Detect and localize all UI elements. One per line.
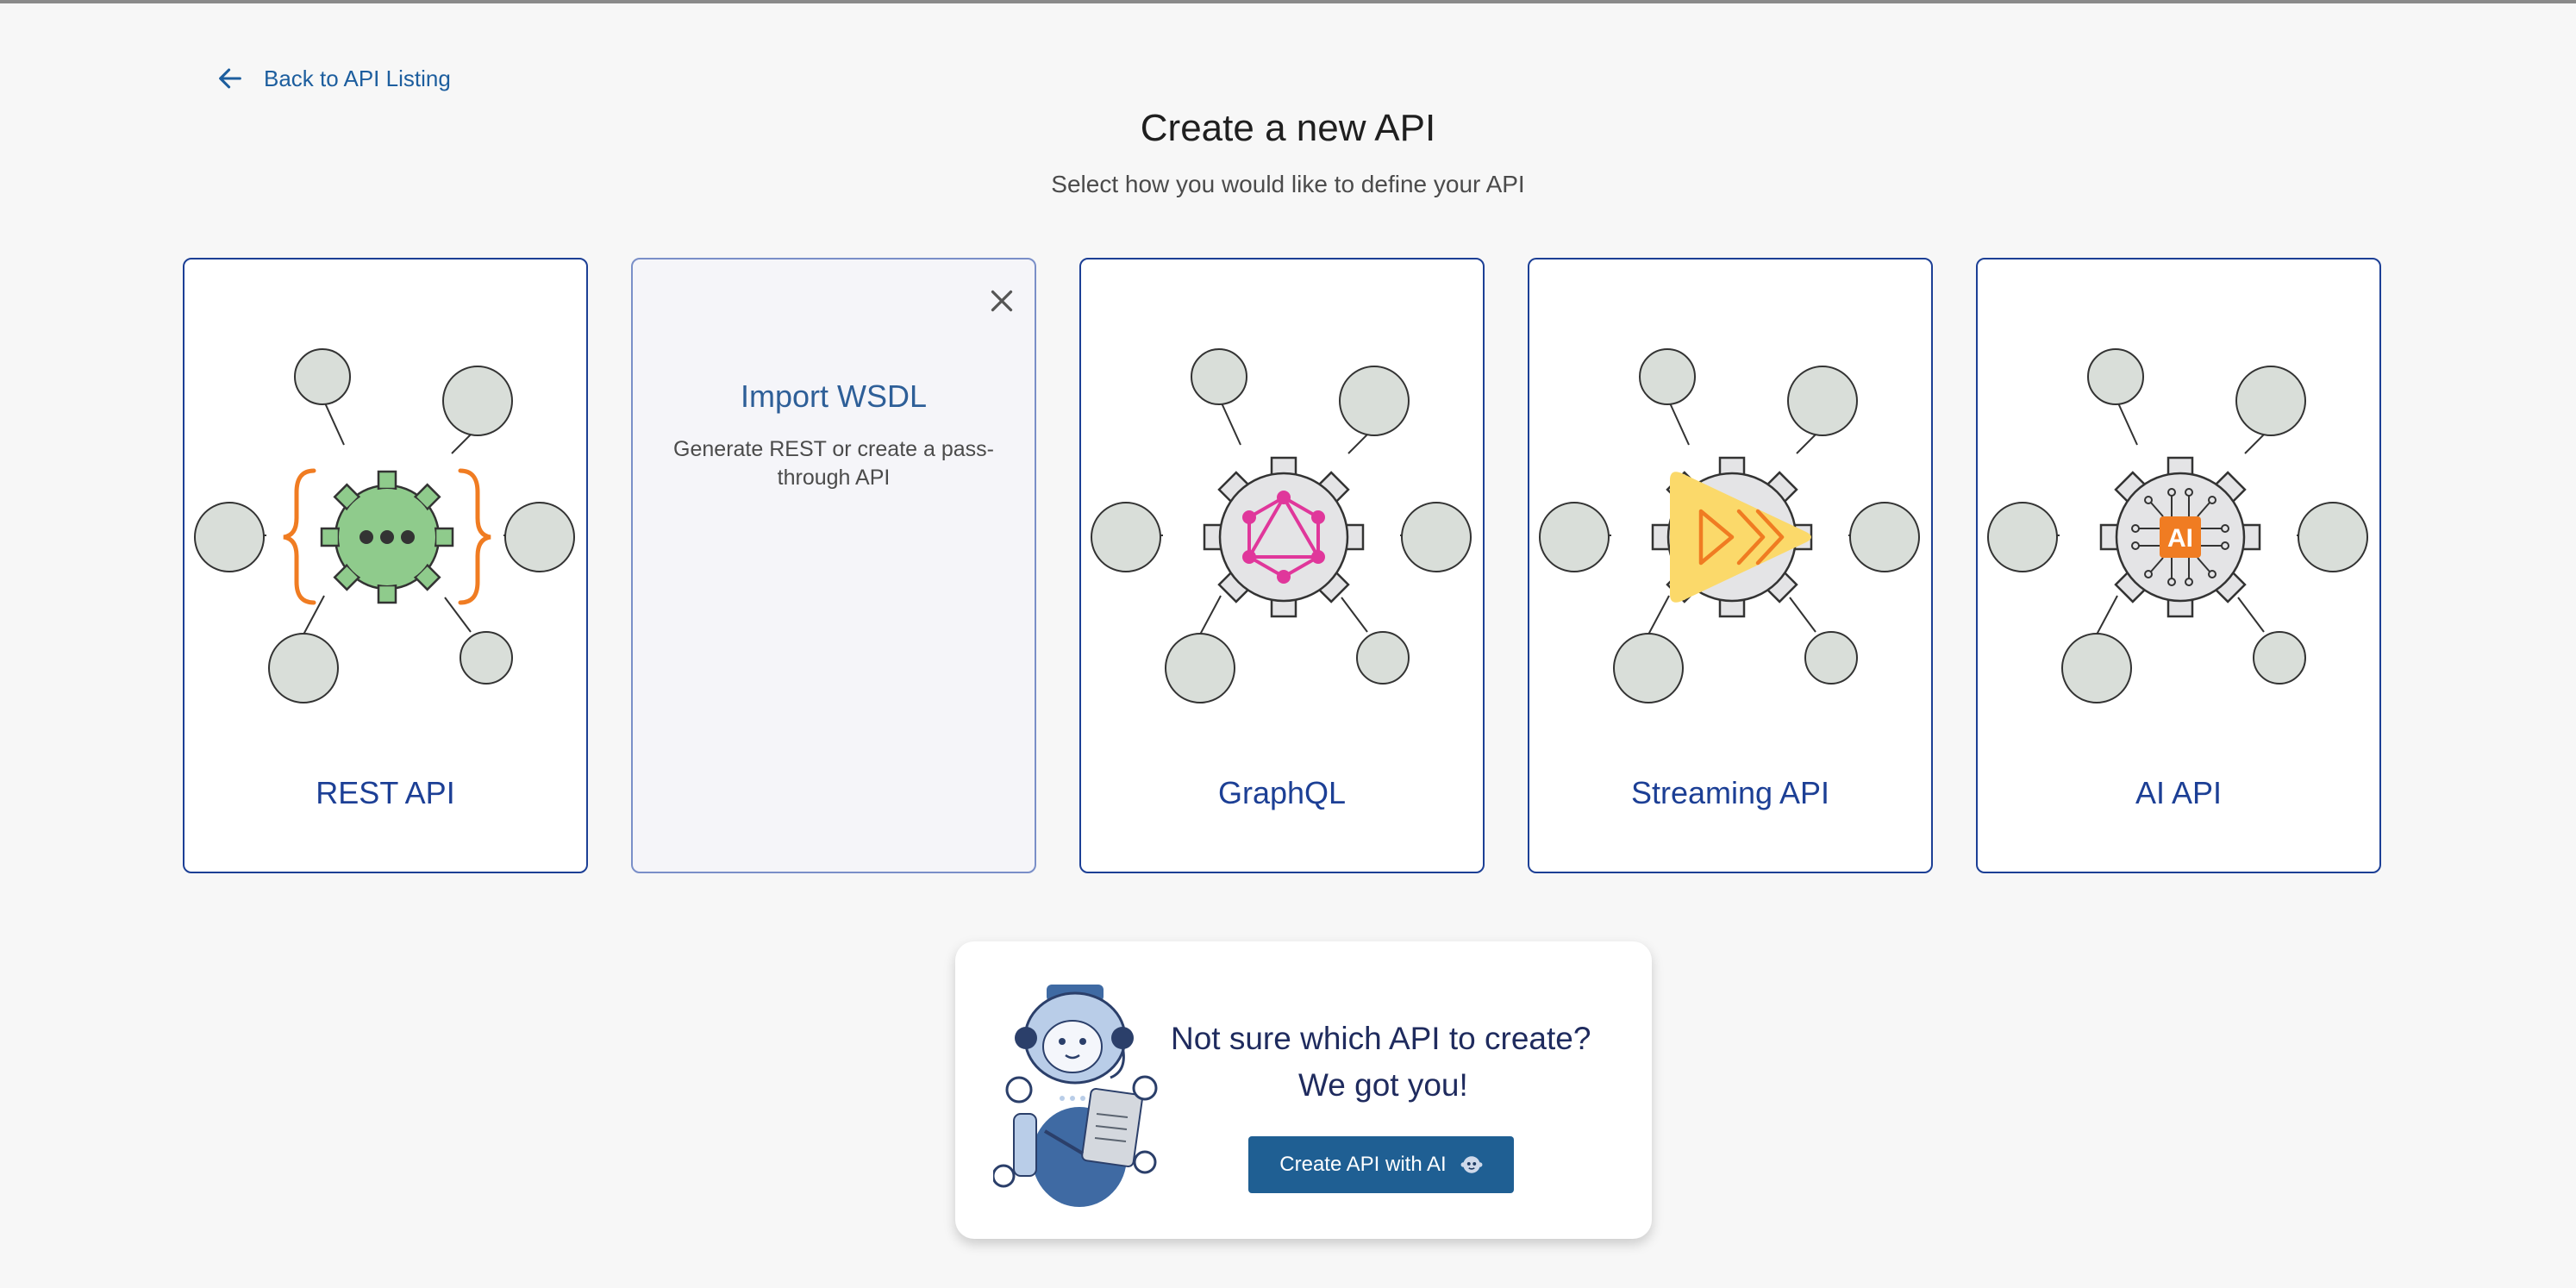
import-wsdl-title: Import WSDL	[740, 378, 928, 414]
rest-api-card[interactable]: REST API	[183, 258, 588, 873]
create-api-with-ai-button[interactable]: Create API with AI	[1248, 1136, 1514, 1193]
ai-help-reassurance: We got you!	[1298, 1067, 1468, 1103]
ai-badge: AI	[2167, 524, 2193, 553]
top-border	[0, 0, 2576, 3]
create-api-with-ai-label: Create API with AI	[1279, 1153, 1447, 1176]
ai-api-label: AI API	[2135, 775, 2223, 810]
streaming-api-card[interactable]: Streaming API	[1528, 258, 1933, 873]
rest-api-label: REST API	[316, 775, 455, 810]
import-wsdl-card[interactable]: Import WSDL Generate REST or create a pa…	[631, 258, 1036, 873]
back-to-api-listing-link[interactable]: Back to API Listing	[216, 64, 451, 93]
back-link-label: Back to API Listing	[264, 65, 451, 91]
page-title: Create a new API	[1140, 107, 1436, 149]
ai-api-card[interactable]: AI AI API	[1976, 258, 2381, 873]
ai-gear-icon: AI	[1987, 348, 2368, 703]
graphql-label: GraphQL	[1217, 775, 1347, 810]
streaming-gear-icon	[1539, 348, 1920, 703]
robot-assistant-icon	[993, 985, 1158, 1207]
robot-icon	[1460, 1156, 1483, 1173]
ai-help-question: Not sure which API to create?	[1171, 1021, 1591, 1056]
ai-help-panel: Not sure which API to create? We got you…	[955, 941, 1652, 1239]
rest-gear-icon	[194, 348, 575, 703]
close-icon[interactable]	[986, 285, 1017, 316]
import-wsdl-description: Generate REST or create a pass-through A…	[673, 437, 994, 490]
page-subtitle: Select how you would like to define your…	[1051, 171, 1525, 197]
graphql-gear-icon	[1091, 348, 1472, 703]
arrow-left-icon	[219, 68, 241, 89]
streaming-api-label: Streaming API	[1630, 775, 1830, 810]
graphql-card[interactable]: GraphQL	[1079, 258, 1485, 873]
